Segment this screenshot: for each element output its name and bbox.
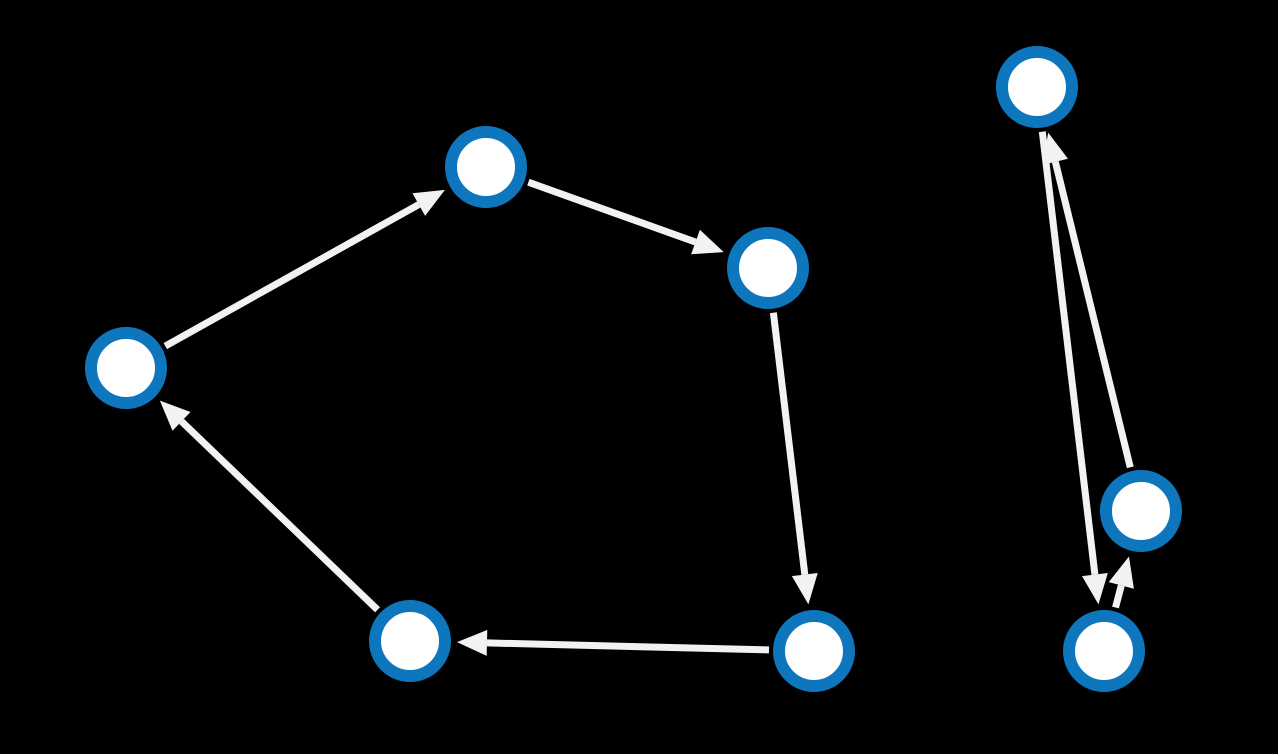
edge-right-to-top-right[interactable] bbox=[1042, 132, 1134, 469]
arrow-head-icon bbox=[1108, 556, 1134, 589]
node-circle bbox=[773, 610, 855, 692]
node-circle bbox=[727, 227, 809, 309]
node-circle bbox=[445, 126, 527, 208]
node-circle bbox=[996, 46, 1078, 128]
node-top-right[interactable] bbox=[996, 46, 1078, 128]
edge-bottom-right-to-right[interactable] bbox=[1108, 556, 1134, 609]
edge-line bbox=[769, 312, 809, 575]
edge-line bbox=[163, 201, 421, 350]
edge-layer bbox=[159, 131, 1134, 656]
node-top-left[interactable] bbox=[445, 126, 527, 208]
edge-top-middle-to-bottom-middle[interactable] bbox=[769, 312, 818, 605]
node-bottom-left[interactable] bbox=[369, 600, 451, 682]
arrow-head-icon bbox=[1082, 573, 1108, 605]
arrow-head-icon bbox=[412, 189, 445, 216]
edge-bottom-left-to-left[interactable] bbox=[159, 400, 380, 613]
node-circle bbox=[1100, 470, 1182, 552]
edge-top-right-to-bottom-right[interactable] bbox=[1038, 131, 1108, 605]
node-circle bbox=[85, 327, 167, 409]
edge-line bbox=[1051, 160, 1134, 469]
edge-bottom-middle-to-bottom-left[interactable] bbox=[456, 629, 770, 656]
edge-left-to-top-left[interactable] bbox=[163, 189, 445, 350]
node-bottom-right[interactable] bbox=[1063, 610, 1145, 692]
arrow-head-icon bbox=[1042, 132, 1068, 165]
node-left[interactable] bbox=[85, 327, 167, 409]
node-circle bbox=[1063, 610, 1145, 692]
node-top-middle[interactable] bbox=[727, 227, 809, 309]
arrow-head-icon bbox=[691, 229, 724, 255]
edge-line bbox=[1112, 584, 1125, 609]
edge-line bbox=[527, 178, 697, 246]
edge-line bbox=[486, 639, 770, 654]
arrow-head-icon bbox=[456, 629, 488, 656]
arrow-head-icon bbox=[159, 400, 191, 431]
arrow-head-icon bbox=[791, 573, 818, 605]
node-bottom-middle[interactable] bbox=[773, 610, 855, 692]
edge-line bbox=[179, 418, 380, 613]
edge-top-left-to-top-middle[interactable] bbox=[527, 178, 724, 255]
node-right[interactable] bbox=[1100, 470, 1182, 552]
edge-line bbox=[1038, 131, 1099, 575]
node-layer bbox=[85, 46, 1182, 692]
node-circle bbox=[369, 600, 451, 682]
